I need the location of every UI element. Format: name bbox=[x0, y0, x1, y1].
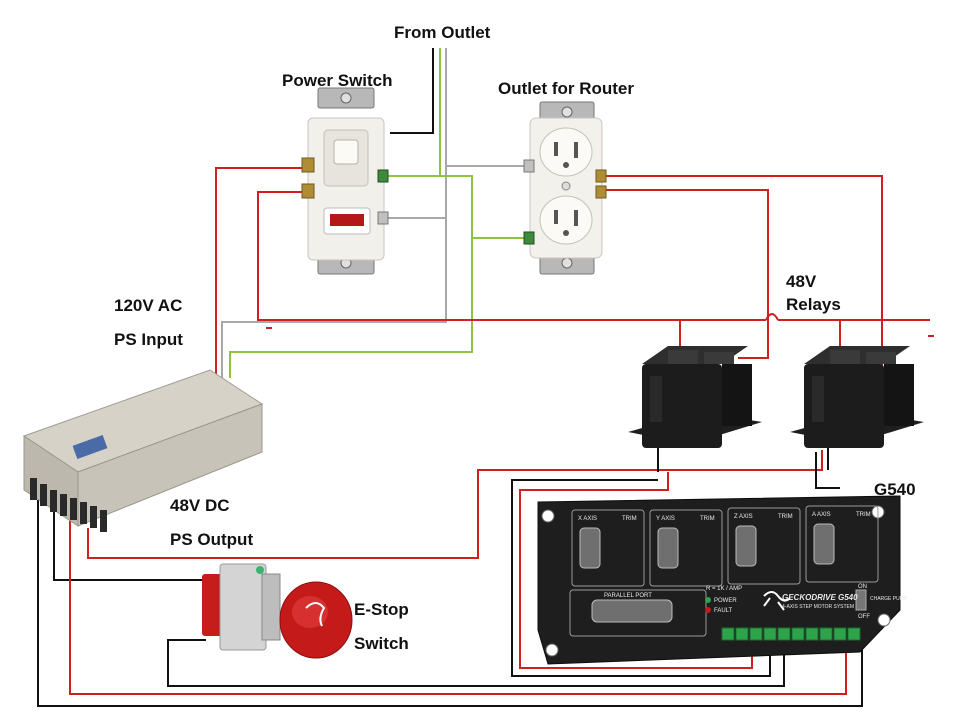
label-from-outlet: From Outlet bbox=[394, 23, 491, 42]
label-relays-line2: Relays bbox=[786, 295, 841, 314]
label-power-switch: Power Switch bbox=[282, 71, 393, 90]
wire-outlet-red-top bbox=[598, 175, 883, 372]
gecko-logo-icon bbox=[763, 591, 791, 611]
ps-terminals bbox=[30, 478, 107, 532]
g540-terminal-strip bbox=[721, 627, 861, 641]
label-ps-input-line2: PS Input bbox=[114, 330, 183, 349]
g540-charge-pump-label: CHARGE PUMP bbox=[870, 596, 908, 602]
g540-axis-x-label: X AXIS bbox=[578, 516, 597, 522]
wire-relay-return-black bbox=[511, 479, 771, 677]
wire-estop-black-g540 bbox=[167, 620, 785, 687]
g540-trim-a: TRIM bbox=[856, 512, 871, 518]
g540-power-led-label: POWER bbox=[714, 598, 737, 604]
g540-charge-pump-on: ON bbox=[858, 584, 867, 590]
label-estop-line2: Switch bbox=[354, 634, 409, 653]
wire-ps-black-estop bbox=[53, 500, 212, 581]
g540-axis-y-label: Y AXIS bbox=[656, 516, 675, 522]
label-ps-output-line2: PS Output bbox=[170, 530, 254, 549]
wire-switch-red-ps bbox=[215, 167, 312, 378]
wire-from-outlet-grey bbox=[221, 48, 447, 378]
wire-switch-green bbox=[229, 175, 473, 378]
label-g540: G540 bbox=[874, 480, 916, 499]
label-outlet-for-router: Outlet for Router bbox=[498, 79, 634, 98]
power-switch bbox=[301, 87, 389, 275]
g540-brand: GECKODRIVE G540 bbox=[782, 593, 858, 602]
g540-trim-y: TRIM bbox=[700, 516, 715, 522]
g540-subtitle: 4-AXIS STEP MOTOR SYSTEM bbox=[782, 604, 854, 610]
wire-ps-red-relay bbox=[87, 450, 823, 559]
router-outlet bbox=[523, 101, 607, 275]
wire-relay-return-red bbox=[519, 472, 753, 669]
g540-charge-pump-off: OFF bbox=[858, 614, 870, 620]
wire-relay2-return bbox=[815, 452, 840, 489]
wire-switch-red-relay bbox=[257, 191, 766, 321]
g540-board: X AXIS Y AXIS Z AXIS A AXIS TRIM TRIM TR… bbox=[537, 495, 908, 665]
wire-from-outlet-black bbox=[390, 48, 434, 134]
g540-fault-led-label: FAULT bbox=[714, 608, 733, 614]
g540-trim-x: TRIM bbox=[622, 516, 637, 522]
wire-ps-red-g540 bbox=[69, 500, 847, 695]
label-ps-input-line1: 120V AC bbox=[114, 296, 183, 315]
label-relays-line1: 48V bbox=[786, 272, 817, 291]
g540-parallel-port-label: PARALLEL PORT bbox=[604, 593, 652, 599]
wires bbox=[37, 48, 934, 707]
label-estop-line1: E-Stop bbox=[354, 600, 409, 619]
wire-outlet-red-bottom bbox=[598, 189, 769, 359]
relay-1 bbox=[628, 346, 762, 448]
label-ps-output-line1: 48V DC bbox=[170, 496, 230, 515]
relay-2 bbox=[790, 346, 924, 448]
wire-ps-black-g540 bbox=[37, 500, 863, 707]
g540-amp-note: R = 1K / AMP bbox=[706, 586, 742, 592]
g540-axis-z-label: Z AXIS bbox=[734, 514, 753, 520]
g540-trim-z: TRIM bbox=[778, 514, 793, 520]
power-supply bbox=[22, 369, 264, 532]
g540-axis-a-label: A AXIS bbox=[812, 512, 831, 518]
estop-switch bbox=[202, 563, 353, 659]
